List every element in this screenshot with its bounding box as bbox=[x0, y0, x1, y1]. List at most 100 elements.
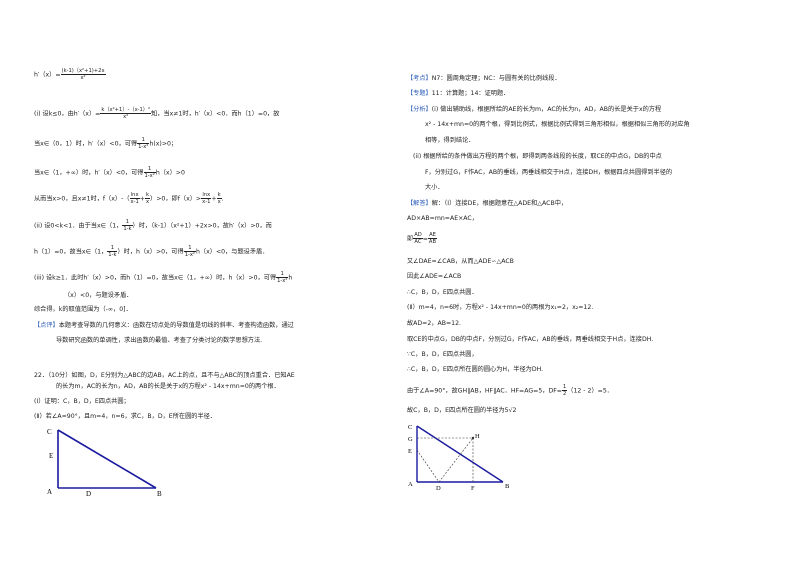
text: （12 - 2）=5． bbox=[567, 387, 613, 395]
label-e: E bbox=[49, 452, 53, 460]
review-tag: 【点评】 bbox=[34, 322, 59, 329]
numerator: 1 bbox=[122, 219, 133, 226]
solution-line-5: 因此∠ADE=∠ACB bbox=[407, 273, 462, 280]
zhuanti-line: 【专题】11：计算题；14：证明题． bbox=[407, 90, 509, 98]
text: h（x）>0 bbox=[155, 169, 185, 177]
review-line-1: 【点评】本题考查导数的几何意义：函数在切点处的导数值是切线的斜率、考查构造函数，… bbox=[34, 322, 294, 330]
label-a: A bbox=[408, 481, 413, 488]
question-22-line-2: 的长为m，AC的长为n，AD，AB的长是关于x的方程x² - 14x+mn=0的… bbox=[56, 383, 280, 390]
solution-line-11: ∴C，B，D，E四点所在圆的圆心为H，半径为DH. bbox=[407, 366, 544, 373]
label-c: C bbox=[47, 428, 52, 436]
text: h（x）<0，与题设矛盾． bbox=[196, 248, 269, 256]
denominator: 1-x² bbox=[277, 278, 288, 284]
text: + bbox=[211, 195, 217, 203]
numerator: k bbox=[216, 192, 222, 199]
solution-line-8: 故AD=2，AB=12. bbox=[407, 320, 461, 327]
analysis-line-2: x² - 14x+mn=0的两个根，得到比例式，根据比例式得到三角形相似，根据相… bbox=[425, 121, 690, 128]
label-b: B bbox=[157, 490, 162, 498]
text: h(x)>0； bbox=[149, 140, 178, 148]
numerator: (k-1)（x²+1)+2x bbox=[60, 68, 106, 75]
analysis-line-6: 大小． bbox=[425, 184, 444, 191]
question-22-part-2: (Ⅱ）若∠A=90°，且m=4，n=6，求C，B，D，E所在圆的半径． bbox=[34, 413, 217, 420]
solution-line-9: 取CE的中点G，DB的中点F，分别过G，F作AC，AB的垂线，两垂线相交于H点，… bbox=[407, 336, 654, 343]
line-dh bbox=[438, 437, 474, 483]
text: (iii) 设k≥1．此时h′（x）>0，而h（1）=0，故当x∈（1，+∞）时… bbox=[34, 274, 277, 282]
text: + bbox=[139, 195, 145, 203]
numerator: 1 bbox=[183, 245, 197, 252]
numerator: k bbox=[144, 192, 151, 199]
text: (ii) 设0<k<1．由于当x∈（1， bbox=[34, 222, 123, 230]
kaodian-line: 【考点】N7：圆周角定理；NC：与圆有关的比例线段． bbox=[407, 75, 561, 83]
denominator: x² bbox=[80, 75, 86, 81]
text: 当x∈（1，+∞）时，h′（x）<0，可得 bbox=[34, 169, 144, 177]
text: ）时，h（x）>0，可得 bbox=[117, 248, 184, 256]
solution-line-2: AD×AB=mn=AE×AC， bbox=[407, 215, 478, 222]
denominator: 1-k bbox=[123, 226, 132, 232]
denominator: x-1 bbox=[202, 199, 211, 205]
text: N7：圆周角定理；NC：与圆有关的比例线段． bbox=[431, 75, 561, 82]
text: h bbox=[288, 274, 293, 282]
case-iii-line: (iii) 设k≥1．此时h′（x）>0，而h（1）=0，故当x∈（1，+∞）时… bbox=[34, 271, 292, 284]
numerator: 1 bbox=[561, 384, 568, 391]
numerator: AE bbox=[427, 232, 438, 239]
label-a: A bbox=[47, 488, 52, 496]
label-f: F bbox=[471, 485, 475, 492]
numerator: k（x²+1）-（x-1）² bbox=[100, 107, 152, 114]
label-h: H bbox=[475, 433, 480, 440]
text: 本题考查导数的几何意义：函数在切点处的导数值是切线的斜率、考查构造函数，通过 bbox=[58, 322, 294, 329]
denominator: 1-k bbox=[108, 252, 117, 258]
denominator: x bbox=[217, 199, 221, 205]
triangle-svg: C E A D B bbox=[47, 428, 162, 498]
side-cb bbox=[416, 425, 504, 483]
case-iii-line-2: （x）<0，与题设矛盾． bbox=[64, 292, 133, 299]
numerator: 1 bbox=[276, 271, 289, 278]
numerator: AD bbox=[413, 232, 423, 239]
denominator: AB bbox=[428, 239, 437, 245]
solution-line-6: ∴C，B，D，E四点共圆． bbox=[407, 289, 478, 296]
label-b: B bbox=[505, 483, 510, 490]
triangle-figure-left: C E A D B bbox=[44, 424, 184, 498]
analysis-line-1: 【分析】(i) 做出辅助线，根据所给的AE的长为m，AC的长为n，AD，AB的长… bbox=[407, 106, 661, 114]
label-d: D bbox=[436, 485, 441, 492]
side-cb bbox=[57, 429, 157, 489]
denominator: 1-x² bbox=[138, 144, 149, 150]
solution-line-4: 又∠DAE=∠CAB，从而△ADE∽△ACB bbox=[407, 258, 514, 265]
text: 11：计算题；14：证明题． bbox=[431, 90, 510, 97]
analysis-line-4: (ii) 根据所给的条件做出方程的两个根，即得到两条线段的长度，取CE的中点G，… bbox=[413, 153, 662, 160]
denominator: x-1 bbox=[130, 199, 139, 205]
denominator: x bbox=[145, 199, 150, 205]
denominator: 1-x² bbox=[144, 173, 155, 179]
denominator: 1-x² bbox=[184, 252, 196, 258]
solution-tag: 【解答】 bbox=[407, 200, 432, 207]
analysis-line-3: 相等，得到结论． bbox=[425, 137, 475, 144]
numerator: lnx bbox=[129, 192, 140, 199]
text: 从而当x>0，且x≠1时，f（x）-（ bbox=[34, 195, 130, 203]
solution-line-1: 【解答】解：（I）连接DE，根据题意在△ADE和△ACB中， bbox=[407, 200, 567, 208]
text: 由于∠A=90°，故GH∥AB，HF∥AC．HF=AG=5，DF= bbox=[407, 387, 562, 395]
text: h′（x）= bbox=[34, 71, 61, 79]
text: . bbox=[221, 195, 224, 203]
question-22-part-1: (Ⅰ）证明：C，B，D，E四点共圆； bbox=[34, 398, 130, 405]
text: ）时，（k-1）（x²+1）+2x>0，故h′（x）>0，而 bbox=[132, 222, 272, 230]
zhuanti-tag: 【专题】 bbox=[407, 90, 432, 97]
text: 当x∈（0，1）时，h′（x）<0，可得 bbox=[34, 140, 138, 148]
